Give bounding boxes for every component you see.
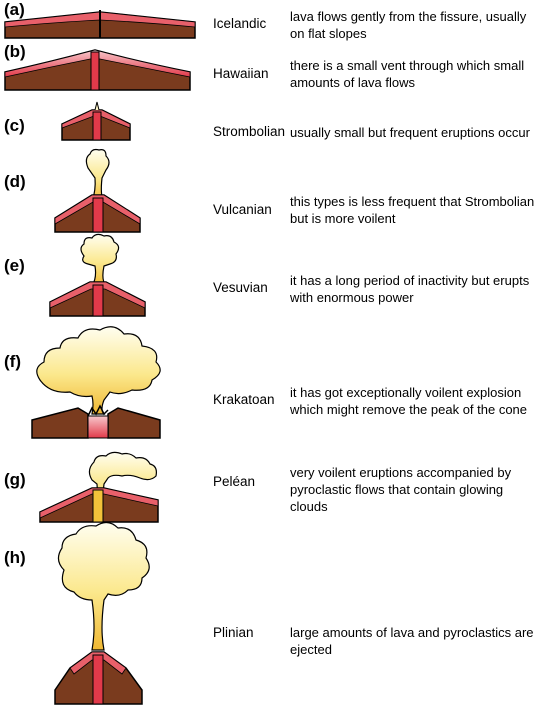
- volcano-type-name: Hawaiian: [213, 66, 269, 81]
- plinian-volcano: [54, 521, 150, 705]
- volcano-type-name: Krakatoan: [213, 392, 275, 407]
- row-letter-b: (b): [4, 42, 26, 61]
- icelandic-volcano: [4, 10, 196, 39]
- volcano-type-description: lava flows gently from the fissure, usua…: [290, 9, 527, 41]
- volcano-type-name: Icelandic: [213, 16, 267, 31]
- volcano-type-name: Vesuvian: [213, 280, 268, 295]
- volcano-type-name: Strombolian: [213, 124, 286, 139]
- volcano-type-description: there is a small vent through which smal…: [290, 58, 525, 90]
- row-letter-g: (g): [4, 470, 26, 489]
- row-letter-f: (f): [4, 352, 21, 371]
- volcano-type-description: very voilent eruptions accompanied by py…: [290, 465, 512, 514]
- vulcanian-volcano: [54, 148, 141, 233]
- volcano-type-name: Peléan: [213, 474, 256, 489]
- volcano-type-description: large amounts of lava and pyroclastics a…: [290, 625, 534, 657]
- row-letter-e: (e): [4, 256, 25, 275]
- volcano-type-description: it has got exceptionally voilent explosi…: [290, 385, 528, 417]
- hawaiian-volcano: [4, 49, 191, 91]
- row-letter-a: (a): [4, 0, 25, 19]
- pelean-volcano: [39, 451, 159, 523]
- volcano-type-description: this types is less frequent that Strombo…: [290, 194, 535, 226]
- volcano-type-name: Plinian: [213, 625, 254, 640]
- vesuvian-volcano: [49, 233, 146, 317]
- strombolian-volcano: [61, 101, 131, 141]
- volcano-type-description: usually small but frequent eruptions occ…: [290, 125, 530, 140]
- volcano-type-name: Vulcanian: [213, 202, 272, 217]
- row-letter-h: (h): [4, 548, 26, 567]
- volcano-type-description: it has a long period of inactivity but e…: [290, 273, 530, 305]
- row-letter-d: (d): [4, 172, 26, 191]
- krakatoan-volcano: [31, 326, 161, 439]
- row-letter-c: (c): [4, 116, 25, 135]
